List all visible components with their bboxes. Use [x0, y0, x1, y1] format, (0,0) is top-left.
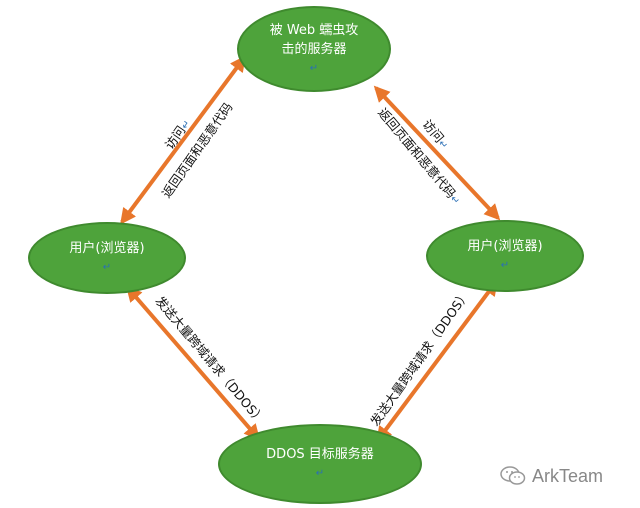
return-mark-icon: ↵ [315, 468, 325, 479]
wechat-icon [500, 466, 526, 485]
arrow-left-upper [120, 55, 246, 225]
node-user-right: 用户(浏览器) ↵ [426, 220, 584, 292]
return-mark-icon: ↵ [102, 262, 112, 273]
arrow-right-upper [373, 85, 501, 221]
node-infected-server: 被 Web 蠕虫攻 击的服务器 ↵ [237, 6, 391, 92]
return-mark-icon: ↵ [309, 62, 319, 74]
arrow-left-lower [125, 285, 261, 441]
arrow-right-lower [376, 279, 498, 443]
node-ddos-target: DDOS 目标服务器 ↵ [218, 424, 422, 504]
user-left-label: 用户(浏览器) [69, 241, 145, 256]
ddos-target-label: DDOS 目标服务器 [266, 447, 374, 462]
user-right-label: 用户(浏览器) [467, 239, 543, 254]
watermark: ArkTeam [500, 462, 630, 490]
return-mark-icon: ↵ [500, 260, 510, 271]
server-label-line1: 被 Web 蠕虫攻 [269, 22, 359, 38]
node-user-left: 用户(浏览器) ↵ [28, 222, 186, 294]
server-label-line2: 击的服务器 [281, 41, 347, 57]
watermark-text: ArkTeam [532, 465, 604, 486]
